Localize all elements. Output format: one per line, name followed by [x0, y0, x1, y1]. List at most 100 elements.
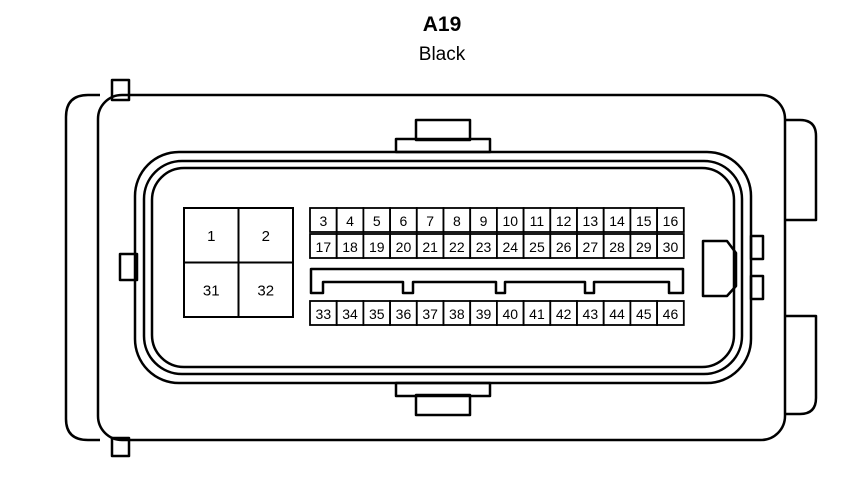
- pin-label-42: 42: [556, 306, 572, 322]
- pin-cell-46: [656, 300, 685, 326]
- pin-label-32: 32: [257, 282, 274, 299]
- pin-label-13: 13: [583, 213, 599, 229]
- pin-cell-28: [602, 233, 632, 259]
- pin-cell-17: [309, 233, 338, 259]
- mating-face: [150, 166, 736, 369]
- pin-label-26: 26: [556, 239, 572, 255]
- left-flange: [64, 93, 100, 442]
- connector-color: Black: [418, 44, 466, 65]
- pin-cell-12: [549, 207, 578, 233]
- pin-label-21: 21: [422, 239, 438, 255]
- pin-cell-8: [442, 207, 472, 233]
- pin-label-28: 28: [609, 239, 625, 255]
- right-lock-pin-lower: [749, 274, 765, 301]
- pin-label-29: 29: [636, 239, 652, 255]
- bottom-key: [414, 393, 472, 417]
- pin-cell-10: [495, 207, 525, 233]
- pin-label-22: 22: [449, 239, 465, 255]
- pin-label-16: 16: [663, 213, 679, 229]
- pin-label-44: 44: [609, 306, 625, 322]
- pin-label-3: 3: [319, 213, 327, 229]
- pin-label-38: 38: [449, 306, 465, 322]
- pin-cell-31: [183, 261, 240, 318]
- connector-housing: [96, 93, 787, 442]
- top-left-tab: [110, 78, 131, 102]
- connector-id: A19: [422, 13, 462, 36]
- pin-cell-34: [335, 300, 365, 326]
- pin-label-9: 9: [480, 213, 488, 229]
- pin-label-27: 27: [583, 239, 599, 255]
- pin-label-25: 25: [529, 239, 545, 255]
- pin-label-8: 8: [453, 213, 461, 229]
- pin-label-34: 34: [342, 306, 358, 322]
- pin-cell-9: [469, 207, 498, 233]
- pin-cell-35: [362, 300, 391, 326]
- pin-label-45: 45: [636, 306, 652, 322]
- pin-cell-23: [469, 233, 498, 259]
- pin-cell-4: [335, 207, 365, 233]
- pin-label-12: 12: [556, 213, 572, 229]
- pin-cell-14: [602, 207, 632, 233]
- pin-label-15: 15: [636, 213, 652, 229]
- pin-cell-13: [576, 207, 605, 233]
- pin-label-36: 36: [396, 306, 412, 322]
- pin-label-31: 31: [203, 282, 220, 299]
- pin-cell-21: [415, 233, 445, 259]
- pin-label-14: 14: [609, 213, 625, 229]
- inner-seal: [142, 159, 744, 376]
- pin-cell-16: [656, 207, 685, 233]
- pin-cell-36: [389, 300, 418, 326]
- pin-label-2: 2: [262, 228, 270, 245]
- pin-label-11: 11: [530, 213, 545, 229]
- pin-cell-18: [335, 233, 365, 259]
- pin-label-6: 6: [400, 213, 408, 229]
- pin-cell-20: [389, 233, 418, 259]
- polarizing-rib: [309, 267, 685, 295]
- pin-label-20: 20: [396, 239, 412, 255]
- right-lock-pin-upper: [749, 234, 765, 261]
- pin-cell-27: [576, 233, 605, 259]
- pin-label-23: 23: [476, 239, 492, 255]
- pin-cell-30: [656, 233, 685, 259]
- pin-label-35: 35: [369, 306, 385, 322]
- pin-label-4: 4: [346, 213, 354, 229]
- pin-cell-41: [522, 300, 552, 326]
- pin-label-7: 7: [426, 213, 434, 229]
- pin-label-5: 5: [373, 213, 381, 229]
- pin-cell-19: [362, 233, 391, 259]
- pin-cell-6: [389, 207, 418, 233]
- top-key: [414, 118, 472, 142]
- pin-label-33: 33: [316, 306, 332, 322]
- pin-label-43: 43: [583, 306, 599, 322]
- pin-cell-32: [237, 261, 294, 318]
- pin-cell-24: [495, 233, 525, 259]
- pin-label-17: 17: [316, 239, 332, 255]
- right-lower-bump: [785, 314, 818, 416]
- pin-cell-11: [522, 207, 552, 233]
- pin-cell-26: [549, 233, 578, 259]
- pin-label-18: 18: [342, 239, 358, 255]
- pin-label-10: 10: [502, 213, 518, 229]
- pin-label-19: 19: [369, 239, 385, 255]
- pin-label-24: 24: [502, 239, 518, 255]
- pin-label-30: 30: [663, 239, 679, 255]
- right-lock-latch: [701, 239, 738, 298]
- pin-cell-38: [442, 300, 472, 326]
- pin-cell-37: [415, 300, 445, 326]
- bottom-left-tab: [110, 436, 131, 458]
- pin-cell-43: [576, 300, 605, 326]
- pin-label-40: 40: [502, 306, 518, 322]
- pin-cell-40: [495, 300, 525, 326]
- pin-label-37: 37: [422, 306, 438, 322]
- left-latch: [118, 252, 139, 282]
- pin-label-46: 46: [663, 306, 679, 322]
- pin-label-41: 41: [529, 306, 545, 322]
- large-pin-block: 1 2 31 32: [183, 207, 294, 318]
- pin-cell-2: [237, 207, 294, 264]
- right-upper-bump: [785, 118, 818, 222]
- pin-cell-3: [309, 207, 338, 233]
- pin-cell-1: [183, 207, 240, 264]
- pin-label-39: 39: [476, 306, 492, 322]
- pin-label-1: 1: [207, 228, 215, 245]
